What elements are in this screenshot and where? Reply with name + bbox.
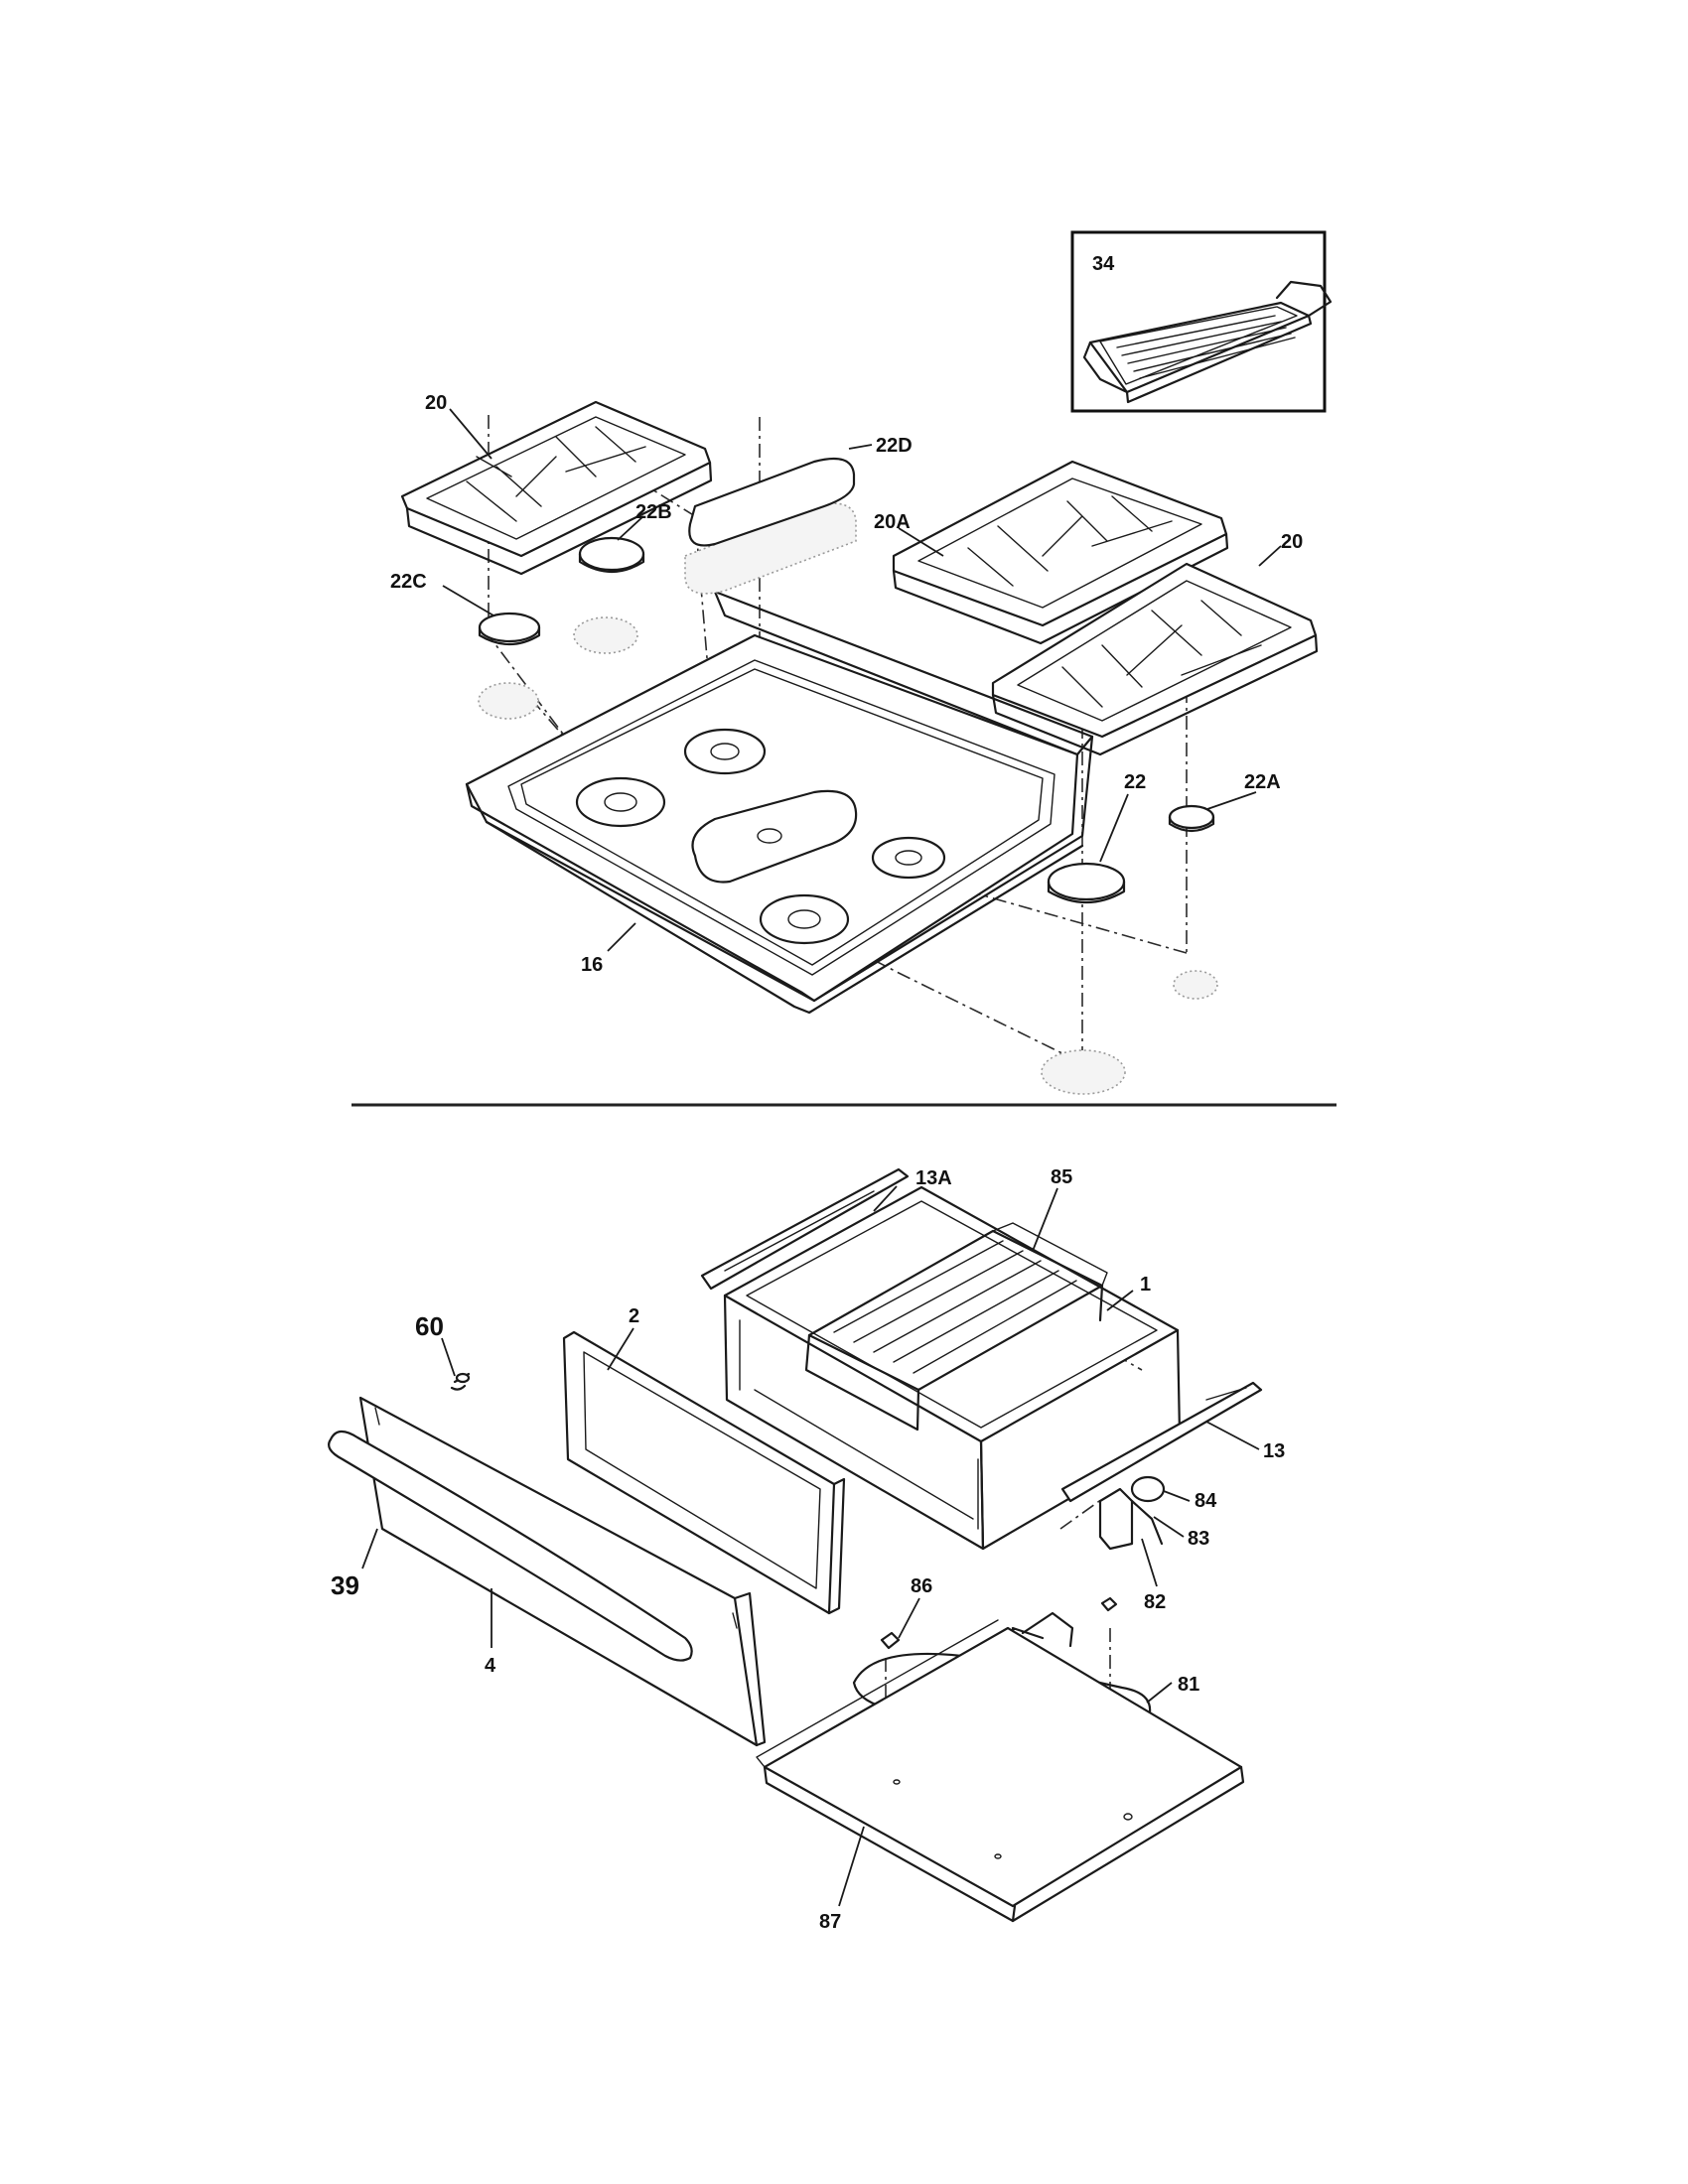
cooktop-main-top bbox=[465, 590, 1094, 1015]
drawer-rail-13 bbox=[1060, 1381, 1263, 1503]
callout-81: 81 bbox=[1178, 1674, 1199, 1696]
drawer-rail-13A bbox=[700, 1167, 910, 1291]
top-leaders bbox=[442, 408, 1282, 952]
callout-16: 16 bbox=[581, 954, 603, 976]
callout-60: 60 bbox=[415, 1311, 444, 1341]
callout-34: 34 bbox=[1092, 253, 1115, 275]
bottom-tray bbox=[756, 1619, 1245, 1923]
callout-86: 86 bbox=[911, 1575, 932, 1597]
grate-right bbox=[991, 562, 1319, 756]
callout-22B: 22B bbox=[635, 501, 672, 523]
callout-13: 13 bbox=[1263, 1440, 1285, 1462]
callout-1: 1 bbox=[1140, 1274, 1151, 1296]
callout-22: 22 bbox=[1124, 771, 1146, 793]
bottom-leaders bbox=[361, 1185, 1260, 1907]
callout-84: 84 bbox=[1195, 1490, 1217, 1512]
callout-4: 4 bbox=[485, 1655, 496, 1677]
callout-20-right: 20 bbox=[1281, 531, 1303, 553]
burner-cap-22A bbox=[1168, 804, 1215, 833]
drawer-handle bbox=[328, 1430, 693, 1662]
callout-20A: 20A bbox=[874, 511, 911, 533]
griddle-part bbox=[1082, 280, 1333, 404]
burner-base-ghosts bbox=[478, 616, 1218, 1095]
callout-85: 85 bbox=[1051, 1166, 1072, 1188]
grate-left bbox=[400, 400, 713, 576]
burner-cap-22C bbox=[478, 612, 541, 645]
callout-82: 82 bbox=[1144, 1591, 1166, 1613]
burner-cap-22 bbox=[1047, 862, 1126, 904]
callout-22D: 22D bbox=[876, 435, 913, 457]
igniter-bracket bbox=[1098, 1475, 1166, 1551]
burner-cap-22B bbox=[578, 536, 645, 573]
griddle-inset bbox=[1070, 230, 1333, 413]
drawer-rack bbox=[804, 1222, 1108, 1432]
callout-2: 2 bbox=[629, 1305, 639, 1327]
callout-22C: 22C bbox=[390, 571, 427, 593]
drawer-inner-panel bbox=[562, 1330, 846, 1615]
screw-60 bbox=[450, 1372, 471, 1391]
grate-middle-right bbox=[892, 460, 1229, 645]
drawer-box bbox=[723, 1185, 1182, 1551]
callout-83: 83 bbox=[1188, 1528, 1209, 1550]
callout-20-left: 20 bbox=[425, 392, 447, 414]
callout-39: 39 bbox=[331, 1570, 359, 1600]
callout-87: 87 bbox=[819, 1911, 841, 1933]
callout-13A: 13A bbox=[915, 1167, 952, 1189]
burner-cover-22D bbox=[684, 457, 857, 595]
callout-22A: 22A bbox=[1244, 771, 1281, 793]
